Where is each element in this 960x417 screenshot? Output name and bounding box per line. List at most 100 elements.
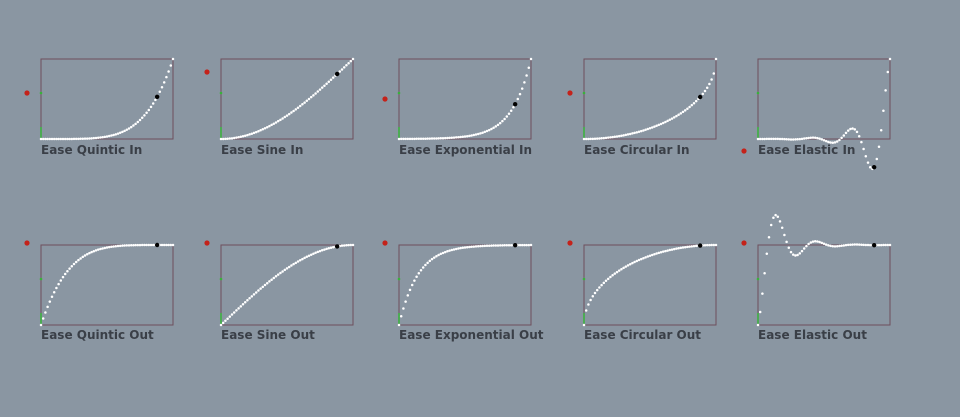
curve-point (838, 244, 841, 248)
curve-point (85, 137, 89, 140)
curve-point (66, 269, 69, 273)
curve-point (886, 70, 890, 74)
curve-point (261, 285, 265, 289)
curve-point (686, 245, 689, 249)
curve-point (129, 125, 133, 129)
curve-point (281, 270, 284, 273)
curve-point (683, 109, 687, 112)
curve-point (121, 244, 124, 247)
curve-point (270, 123, 273, 127)
curve-point (849, 243, 852, 246)
curve-point (432, 256, 436, 259)
curve-point (221, 321, 225, 325)
curve-point (105, 135, 109, 138)
current-position-marker-sine-in (334, 71, 340, 77)
curve-point (147, 243, 151, 247)
curve-point (167, 243, 170, 247)
curve-point (110, 134, 113, 137)
curve-point (461, 246, 465, 250)
curve-point (99, 136, 102, 139)
curve-point (432, 137, 436, 140)
curve-point (454, 247, 458, 251)
curve-point (450, 136, 454, 139)
curve-point (776, 137, 780, 141)
curve-point (679, 246, 683, 250)
curve-point (520, 87, 524, 90)
curve-point (272, 122, 276, 125)
curve-point (509, 109, 513, 112)
curve-point (877, 243, 881, 247)
curve-point (101, 247, 104, 250)
curve-point (331, 245, 335, 249)
curve-point (140, 116, 144, 120)
curve-point (851, 243, 854, 246)
curve-point (435, 137, 438, 140)
curve-point (879, 243, 883, 247)
curve-point (428, 137, 432, 140)
current-position-marker-quintic-out (154, 242, 160, 248)
current-position-marker-circ-out (697, 243, 703, 248)
curve-point (443, 136, 447, 140)
curve-point (470, 245, 473, 249)
curve-point (241, 135, 245, 138)
curve-point (136, 120, 140, 124)
curve-point (626, 264, 630, 267)
curve-point (90, 250, 93, 254)
curve-point (776, 215, 780, 218)
curve-point (690, 103, 694, 107)
curve-point (461, 135, 465, 139)
curve-point (833, 245, 837, 248)
curve-point (94, 136, 98, 140)
curve-point (827, 244, 830, 247)
current-position-marker-elastic-out (871, 242, 877, 248)
curve-point (805, 136, 808, 140)
curve-point (606, 277, 610, 281)
curve-point (241, 303, 245, 306)
curve-point (613, 135, 617, 139)
curve-point (653, 125, 656, 128)
curve-point (250, 295, 254, 298)
curve-point (622, 266, 625, 270)
curve-point (415, 275, 418, 278)
curve-point (268, 280, 271, 283)
curve-point (496, 123, 500, 127)
curve-point (600, 137, 603, 140)
curve-point (857, 134, 861, 138)
curve-point (780, 226, 784, 230)
curve-point (818, 137, 821, 140)
curve-point (83, 137, 87, 140)
curve-point (127, 127, 131, 130)
curve-point (611, 274, 614, 277)
curve-point (496, 244, 500, 247)
curve-point (162, 243, 166, 247)
curve-point (290, 264, 293, 267)
curve-point (505, 115, 509, 118)
curve-point (767, 235, 771, 239)
curve-point (589, 298, 592, 302)
curve-point (85, 253, 89, 256)
curve-point (664, 120, 667, 124)
curve-point (778, 220, 782, 223)
curve-point (118, 131, 122, 135)
curve-point (96, 248, 100, 251)
curve-point (441, 251, 445, 255)
curve-point (55, 137, 58, 141)
green-marker-expo-in (397, 91, 401, 95)
curve-point (679, 112, 683, 115)
red-value-dot-elastic-out (741, 240, 747, 246)
curve-point (494, 125, 498, 128)
curve-point (79, 137, 82, 141)
curve-point (92, 249, 96, 253)
curve-point (661, 250, 665, 253)
curve-point (831, 244, 835, 248)
curve-point (428, 259, 432, 263)
curve-point (68, 137, 71, 141)
curve-point (283, 115, 287, 119)
curve-point (290, 111, 293, 114)
curve-point (309, 253, 313, 256)
curve-point (472, 245, 476, 248)
curve-point (479, 244, 482, 248)
curve-point (789, 250, 793, 254)
curve-point (639, 129, 643, 133)
curve-point (783, 137, 786, 141)
